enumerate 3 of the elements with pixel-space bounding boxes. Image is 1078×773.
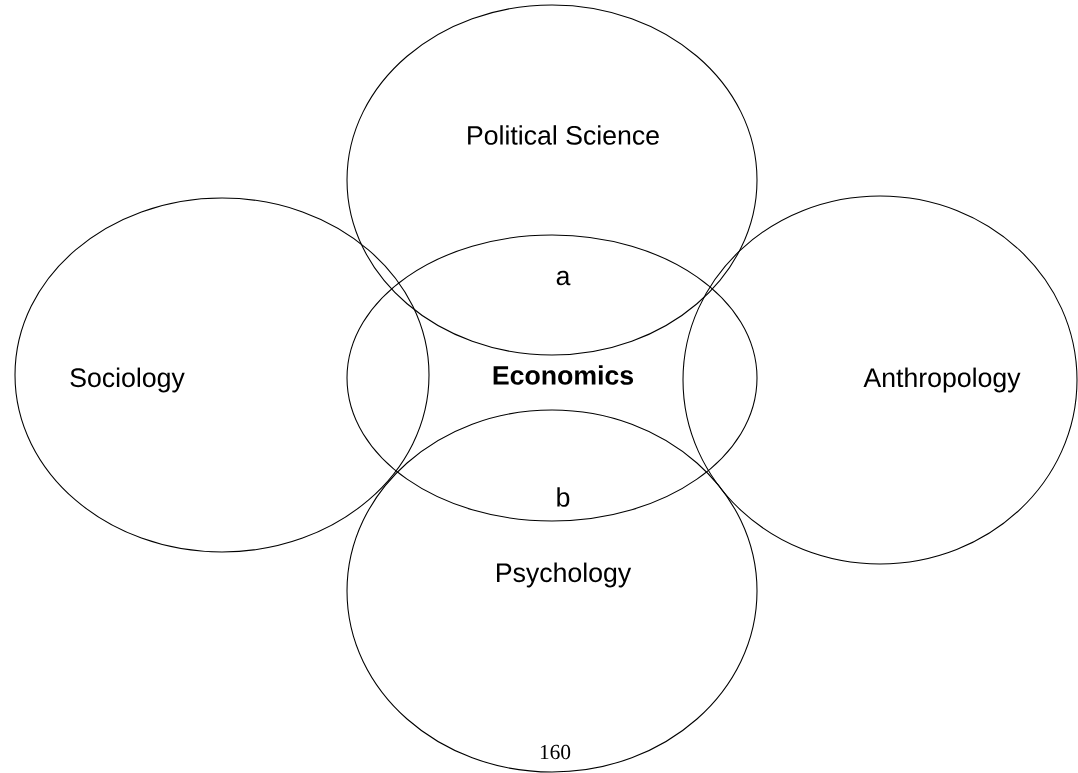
- region-letter: b: [557, 487, 570, 507]
- region-letter: a: [556, 270, 571, 286]
- page-number: 160: [540, 744, 571, 760]
